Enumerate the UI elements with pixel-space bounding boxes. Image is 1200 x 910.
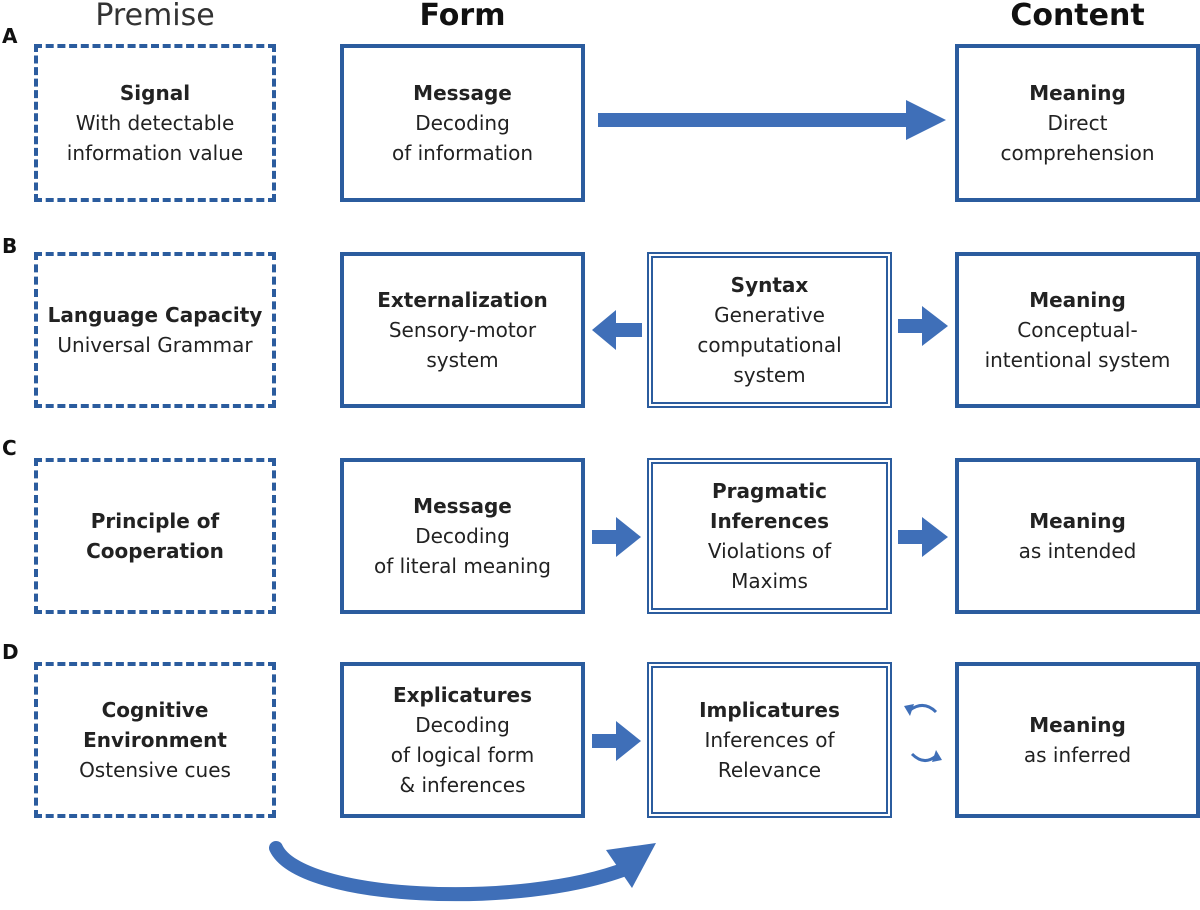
box-text: Sensory-motor system: [388, 318, 537, 372]
arrow-right-icon: [592, 721, 641, 761]
box-title: Pragmatic Inferences: [710, 479, 829, 533]
box-title: Meaning: [1029, 713, 1126, 737]
row-c-premise-box: Principle of Cooperation: [34, 458, 276, 614]
arrow-right-icon: [598, 100, 946, 140]
row-label-b: B: [2, 234, 18, 258]
box-title: Explicatures: [392, 683, 533, 707]
row-a-premise-box: Signal With detectable information value: [34, 44, 276, 202]
row-a-form-box: Message Decoding of information: [340, 44, 585, 202]
arrow-right-icon: [592, 517, 641, 557]
box-text: Direct comprehension: [1000, 111, 1155, 165]
row-c-form-box: Message Decoding of literal meaning: [340, 458, 585, 614]
box-title: Message: [413, 494, 512, 518]
box-title: Message: [413, 81, 512, 105]
row-d-form-box: Explicatures Decoding of logical form & …: [340, 662, 585, 818]
row-c-content-box: Meaning as intended: [955, 458, 1200, 614]
row-a-content-box: Meaning Direct comprehension: [955, 44, 1200, 202]
header-content: Content: [1010, 0, 1145, 33]
row-d-premise-box: Cognitive Environment Ostensive cues: [34, 662, 276, 818]
row-label-a: A: [2, 24, 18, 48]
row-label-c: C: [2, 436, 17, 460]
row-b-middle-box: Syntax Generative computational system: [647, 252, 892, 408]
box-title: Meaning: [1029, 81, 1126, 105]
curved-arrow-icon: [269, 841, 656, 902]
row-d-content-box: Meaning as inferred: [955, 662, 1200, 818]
box-text: Inferences of Relevance: [704, 728, 835, 782]
row-c-middle-box: Pragmatic Inferences Violations of Maxim…: [647, 458, 892, 614]
box-text: With detectable information value: [66, 111, 244, 165]
box-text: Decoding of literal meaning: [374, 524, 551, 578]
row-label-d: D: [2, 640, 19, 664]
box-title: Meaning: [1029, 288, 1126, 312]
box-text: Conceptual- intentional system: [984, 318, 1171, 372]
box-text: as inferred: [1023, 743, 1132, 767]
box-text: Violations of Maxims: [707, 539, 832, 593]
arrow-left-icon: [592, 310, 642, 350]
box-title: Meaning: [1029, 509, 1126, 533]
box-title: Externalization: [377, 288, 548, 312]
row-b-form-box: Externalization Sensory-motor system: [340, 252, 585, 408]
box-text: Decoding of logical form & inferences: [390, 713, 535, 797]
arrow-right-icon: [898, 517, 948, 557]
row-d-middle-box: Implicatures Inferences of Relevance: [647, 662, 892, 818]
box-text: Generative computational system: [697, 303, 842, 387]
box-text: Universal Grammar: [57, 333, 253, 357]
row-b-content-box: Meaning Conceptual- intentional system: [955, 252, 1200, 408]
cycle-arrows-icon: [904, 704, 942, 762]
box-title: Signal: [119, 81, 191, 105]
box-title: Principle of Cooperation: [86, 509, 224, 563]
box-text: as intended: [1018, 539, 1137, 563]
box-title: Cognitive Environment: [83, 698, 227, 752]
arrow-right-icon: [898, 306, 948, 346]
box-title: Language Capacity: [47, 303, 263, 327]
box-text: Ostensive cues: [79, 758, 231, 782]
header-premise: Premise: [95, 0, 215, 33]
box-title: Syntax: [730, 273, 809, 297]
header-form: Form: [419, 0, 506, 33]
row-b-premise-box: Language Capacity Universal Grammar: [34, 252, 276, 408]
box-text: Decoding of information: [391, 111, 534, 165]
box-title: Implicatures: [699, 698, 840, 722]
